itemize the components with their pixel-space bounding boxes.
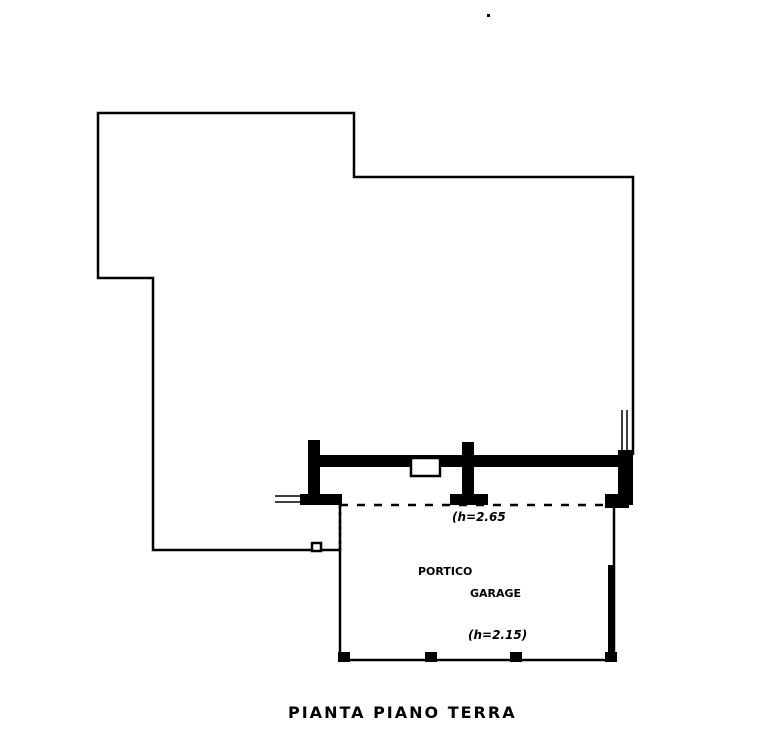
garage-height-label: (h=2.15) xyxy=(468,628,528,642)
window-opening xyxy=(409,456,442,478)
drawing-speck xyxy=(487,14,490,17)
plan-title: PIANTA PIANO TERRA xyxy=(288,703,517,722)
pillar xyxy=(618,450,633,505)
pillar-base xyxy=(450,494,488,505)
wall-pier xyxy=(605,652,617,662)
portico-height-label: (h=2.65 xyxy=(452,510,506,524)
room-label-garage: GARAGE xyxy=(470,587,522,600)
wall-pier xyxy=(425,652,437,662)
pillar-base xyxy=(300,494,342,505)
building-outline xyxy=(96,111,635,552)
pillar xyxy=(308,440,320,505)
room-label-portico: PORTICO xyxy=(418,565,473,578)
wall-pier xyxy=(338,652,350,662)
garage-side-wall xyxy=(608,565,615,660)
pillar-base xyxy=(605,494,629,508)
wall-pier xyxy=(510,652,522,662)
small-vent xyxy=(310,541,323,553)
pillar xyxy=(462,442,474,505)
